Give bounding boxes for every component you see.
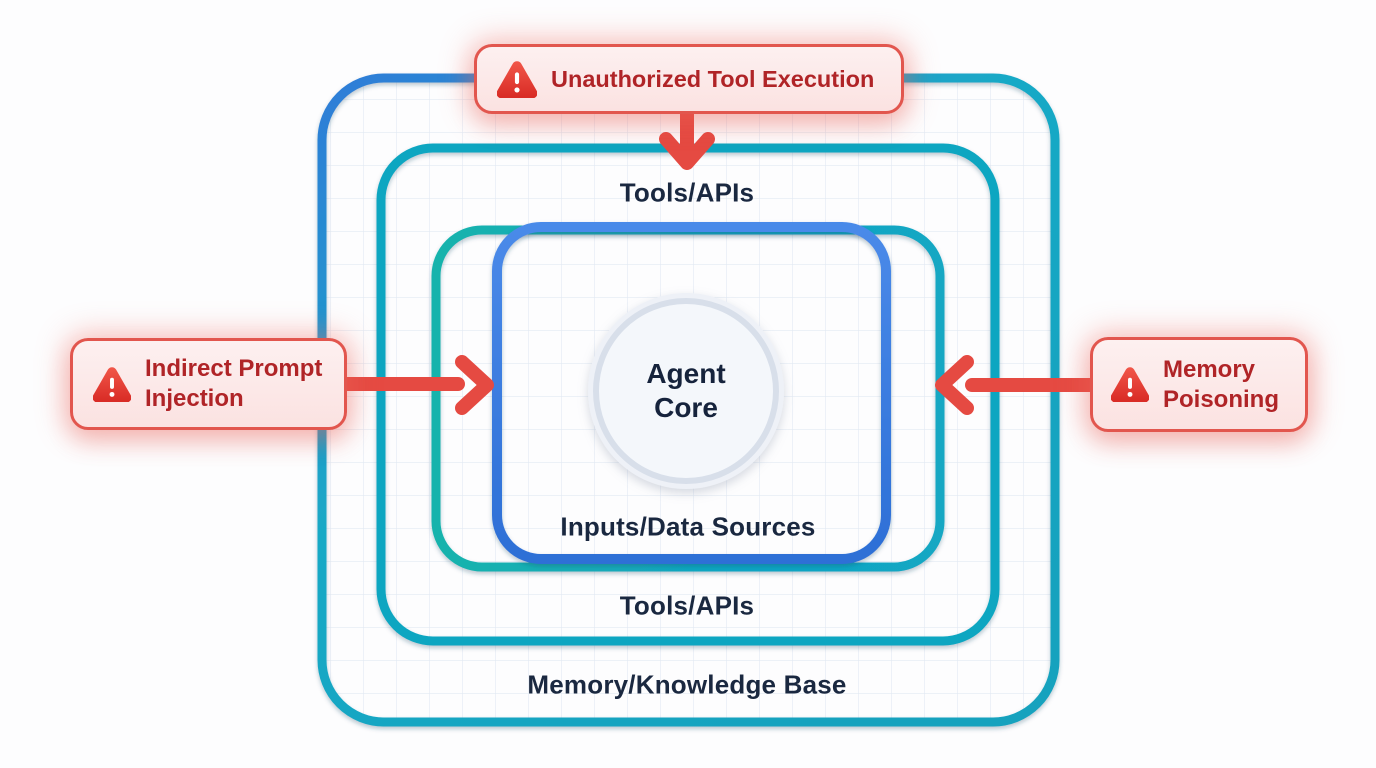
threat-card-memory-poisoning: Memory Poisoning [1090, 337, 1308, 432]
threat-label-line1: Memory [1163, 355, 1256, 383]
agent-core-label-line1: Agent [646, 358, 726, 389]
threat-label: Memory Poisoning [1163, 355, 1293, 415]
threat-label: Unauthorized Tool Execution [551, 65, 875, 92]
threat-card-indirect-prompt-injection: Indirect Prompt Injection [70, 338, 347, 430]
agent-core-node [588, 293, 784, 489]
threat-card-unauthorized-tool-execution: Unauthorized Tool Execution [474, 44, 904, 114]
warning-icon [1111, 367, 1149, 402]
label-inputs-data-sources: Inputs/Data Sources [560, 511, 816, 542]
threat-label: Indirect Prompt Injection [145, 354, 330, 414]
threat-label-line2: Injection [145, 385, 244, 412]
arrow-down-unauthorized-tool-execution-icon [659, 106, 715, 170]
label-memory-knowledge-base: Memory/Knowledge Base [527, 669, 847, 700]
label-tools-apis-top: Tools/APIs [619, 177, 755, 208]
warning-icon [497, 60, 537, 98]
threat-label-line1: Indirect Prompt [145, 355, 323, 382]
threat-label-line2: Poisoning [1163, 385, 1279, 413]
agent-core-label-line2: Core [654, 392, 718, 423]
warning-icon [93, 366, 131, 402]
arrow-left-memory-poisoning-icon [935, 355, 1097, 415]
label-tools-apis-bottom: Tools/APIs [619, 590, 755, 621]
agent-core-disc [593, 298, 779, 484]
arrow-right-indirect-prompt-injection-icon [340, 355, 494, 415]
agent-core-label: Agent Core [646, 357, 725, 425]
ring-inputs-data-sources [492, 222, 891, 564]
